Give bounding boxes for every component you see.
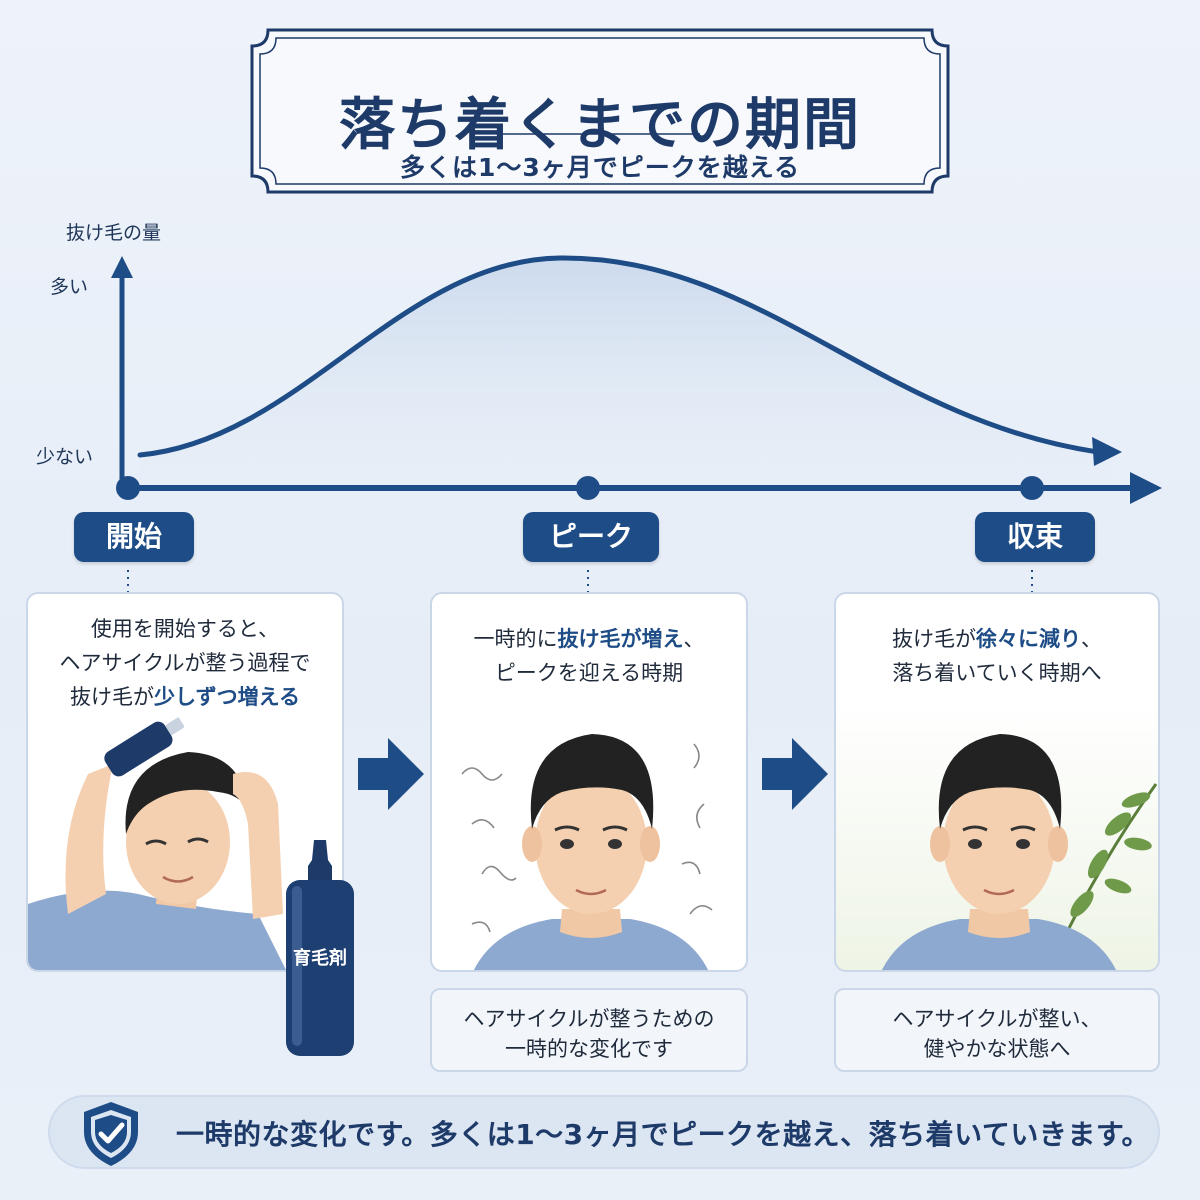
title-border: [250, 28, 950, 194]
note-peak-line2: 一時的な変化です: [505, 1037, 673, 1061]
man-calm-illustration: [882, 734, 1158, 970]
page-title: 落ち着くまでの期間: [339, 92, 861, 158]
hair-loss-curve: [137, 255, 1101, 458]
card-start-highlight: 少しずつ増える: [154, 685, 300, 709]
card-peak-line1-suffix: 、: [683, 627, 705, 651]
card-peak-line1-prefix: 一時的に: [473, 627, 558, 651]
stage-card-end: 抜け毛が徐々に減り、 落ち着いていく時期へ: [834, 592, 1160, 972]
arrow-right-icon: [358, 738, 424, 810]
card-end-line1-prefix: 抜け毛が: [892, 627, 976, 651]
note-end-line2: 健やかな状態へ: [923, 1037, 1071, 1061]
stage-badge-end: 収束: [975, 512, 1095, 562]
card-start-line3-prefix: 抜け毛が: [70, 685, 155, 709]
stage-badge-peak: ピーク: [523, 512, 659, 562]
stage-badge-start: 開始: [74, 512, 194, 562]
card-start-line2: ヘアサイクルが整う過程で: [59, 651, 311, 675]
stage-dot-start: [116, 476, 140, 500]
stage-card-start: 使用を開始すると、 ヘアサイクルが整う過程で 抜け毛が少しずつ増える: [26, 592, 344, 972]
leaf-branch-icon: [1064, 783, 1158, 935]
card-peak-line2: ピークを迎える時期: [494, 661, 684, 685]
card-end-line1-suffix: 、: [1081, 627, 1102, 651]
stage-card-peak: 一時的に抜け毛が増え、 ピークを迎える時期: [430, 592, 748, 972]
footer-banner: 一時的な変化です。多くは1～3ヶ月でピークを越え、落ち着いていきます。: [48, 1095, 1160, 1169]
curve-area: [140, 257, 1110, 485]
note-peak: ヘアサイクルが整うための 一時的な変化です: [430, 988, 748, 1072]
note-peak-line1: ヘアサイクルが整うための: [463, 1007, 715, 1031]
y-axis-high-label: 多い: [50, 276, 89, 298]
card-peak-highlight: 抜け毛が増え: [557, 627, 684, 651]
man-applying-tonic-illustration: [28, 717, 286, 970]
hair-loss-curve-chart: [111, 255, 1162, 592]
note-end-line1: ヘアサイクルが整い、: [892, 1007, 1102, 1031]
curve-arrowhead: [1092, 437, 1122, 466]
note-end: ヘアサイクルが整い、 健やかな状態へ: [834, 988, 1160, 1072]
hair-tonic-bottle: [286, 840, 354, 1056]
stage-dot-peak: [576, 476, 600, 500]
y-axis-low-label: 少ない: [36, 446, 94, 468]
card-end-highlight: 徐々に減り: [976, 627, 1081, 651]
page-subtitle: 多くは1～3ヶ月でピークを越える: [399, 153, 801, 182]
stage-dot-end: [1020, 476, 1044, 500]
man-peak-illustration: [461, 734, 713, 970]
shield-check-icon: [84, 1102, 138, 1166]
y-axis-arrowhead: [111, 256, 133, 278]
title-frame: 落ち着くまでの期間 多くは1～3ヶ月でピークを越える: [248, 26, 952, 196]
time-axis-arrowhead: [1130, 472, 1162, 504]
arrow-right-icon: [762, 738, 828, 810]
card-end-line2: 落ち着いていく時期へ: [892, 661, 1102, 685]
y-axis-title: 抜け毛の量: [66, 222, 162, 244]
card-start-line1: 使用を開始すると、: [90, 617, 280, 641]
bottle-label: 育毛剤: [293, 948, 347, 969]
footer-message: 一時的な変化です。多くは1～3ヶ月でピークを越え、落ち着いていきます。: [176, 1118, 1151, 1151]
